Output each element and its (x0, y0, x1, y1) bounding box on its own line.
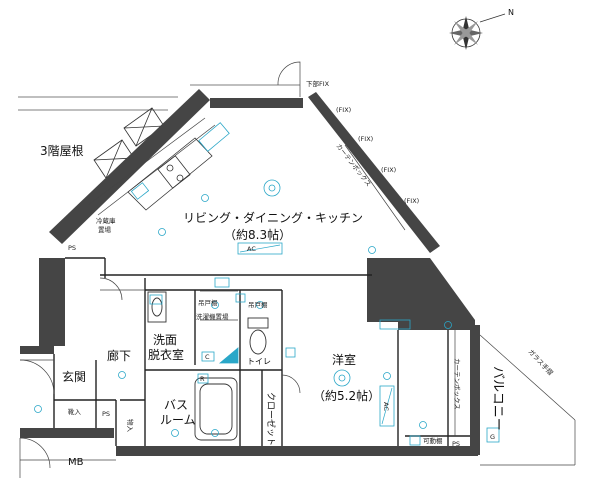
ac-marks (239, 244, 393, 425)
ps-left-label: PS (68, 244, 76, 252)
movable-shelf-label: 可動棚 (423, 436, 443, 445)
cupboard-label-2: 吊戸棚 (248, 300, 268, 309)
wash-basin (147, 291, 167, 323)
kitchen-counter (127, 137, 213, 211)
ac-bed-label: AC (382, 402, 390, 411)
entrance-label: 玄関 (62, 369, 86, 384)
small-labels: 冷蔵庫 置場 PS PS PS 吊戸棚 吊戸棚 洗濯機置場 靴入 物入 可動棚 … (68, 142, 556, 448)
ps-balcony-label: PS (452, 440, 460, 448)
ldk-label: リビング・ダイニング・キッチン (183, 210, 363, 225)
washroom-label-2: 脱衣室 (148, 347, 184, 362)
roof-outline (18, 84, 301, 111)
c-mark: C (205, 353, 210, 361)
corridor-label: 廊下 (107, 348, 131, 363)
bath-label-1: バス (164, 398, 188, 412)
compass-icon (449, 13, 506, 50)
door-swings (19, 61, 301, 469)
fix-label-4: (FIX) (404, 197, 419, 205)
fridge-label-2: 置場 (98, 225, 112, 234)
storage-label: 物入 (126, 419, 135, 433)
curtain-box-bed: カーテンボックス (453, 358, 461, 410)
fix-label-2: (FIX) (358, 135, 373, 143)
fix-label-3: (FIX) (381, 166, 396, 174)
fridge-label-1: 冷蔵庫 (96, 216, 116, 225)
fix-label-0: 下部FIX (306, 79, 330, 88)
g-mark: G (490, 433, 495, 441)
ldk-size: （約8.3帖） (224, 227, 291, 242)
bedroom-label: 洋室 (332, 352, 356, 367)
washroom-label-1: 洗面 (153, 333, 177, 347)
glass-rail-label: ガラス手摺 (527, 347, 556, 377)
washer-label: 洗濯機置場 (196, 312, 229, 321)
roof-label: 3階屋根 (40, 143, 84, 158)
bedroom-size: （約5.2帖） (313, 388, 380, 403)
compass-north-label: N (508, 8, 514, 17)
fix-labels: 下部FIX (FIX) (FIX) (FIX) (FIX) (306, 79, 419, 205)
exterior-walls (20, 89, 480, 456)
r-mark: R (200, 375, 205, 383)
toilet-label: トイレ (247, 357, 271, 366)
closet-label: クローゼット (265, 392, 277, 446)
shoe-label: 靴入 (68, 407, 82, 416)
mb-label: MB (68, 457, 84, 468)
ac-ldk-label: AC (247, 245, 256, 253)
fix-label-1: (FIX) (336, 106, 351, 114)
cupboard-label-1: 吊戸棚 (198, 298, 218, 307)
ps-entry-label: PS (102, 410, 110, 418)
room-labels: 3階屋根 リビング・ダイニング・キッチン （約8.3帖） 洋室 （約5.2帖） … (40, 143, 505, 468)
bath-tub (194, 377, 238, 441)
bath-label-2: ルーム (160, 413, 196, 427)
toilet-fixture (247, 317, 269, 355)
electrical-fixtures (34, 122, 500, 446)
balcony-label: バルコニー (490, 366, 505, 431)
interior-walls (53, 257, 470, 446)
thin-lines (19, 106, 576, 478)
